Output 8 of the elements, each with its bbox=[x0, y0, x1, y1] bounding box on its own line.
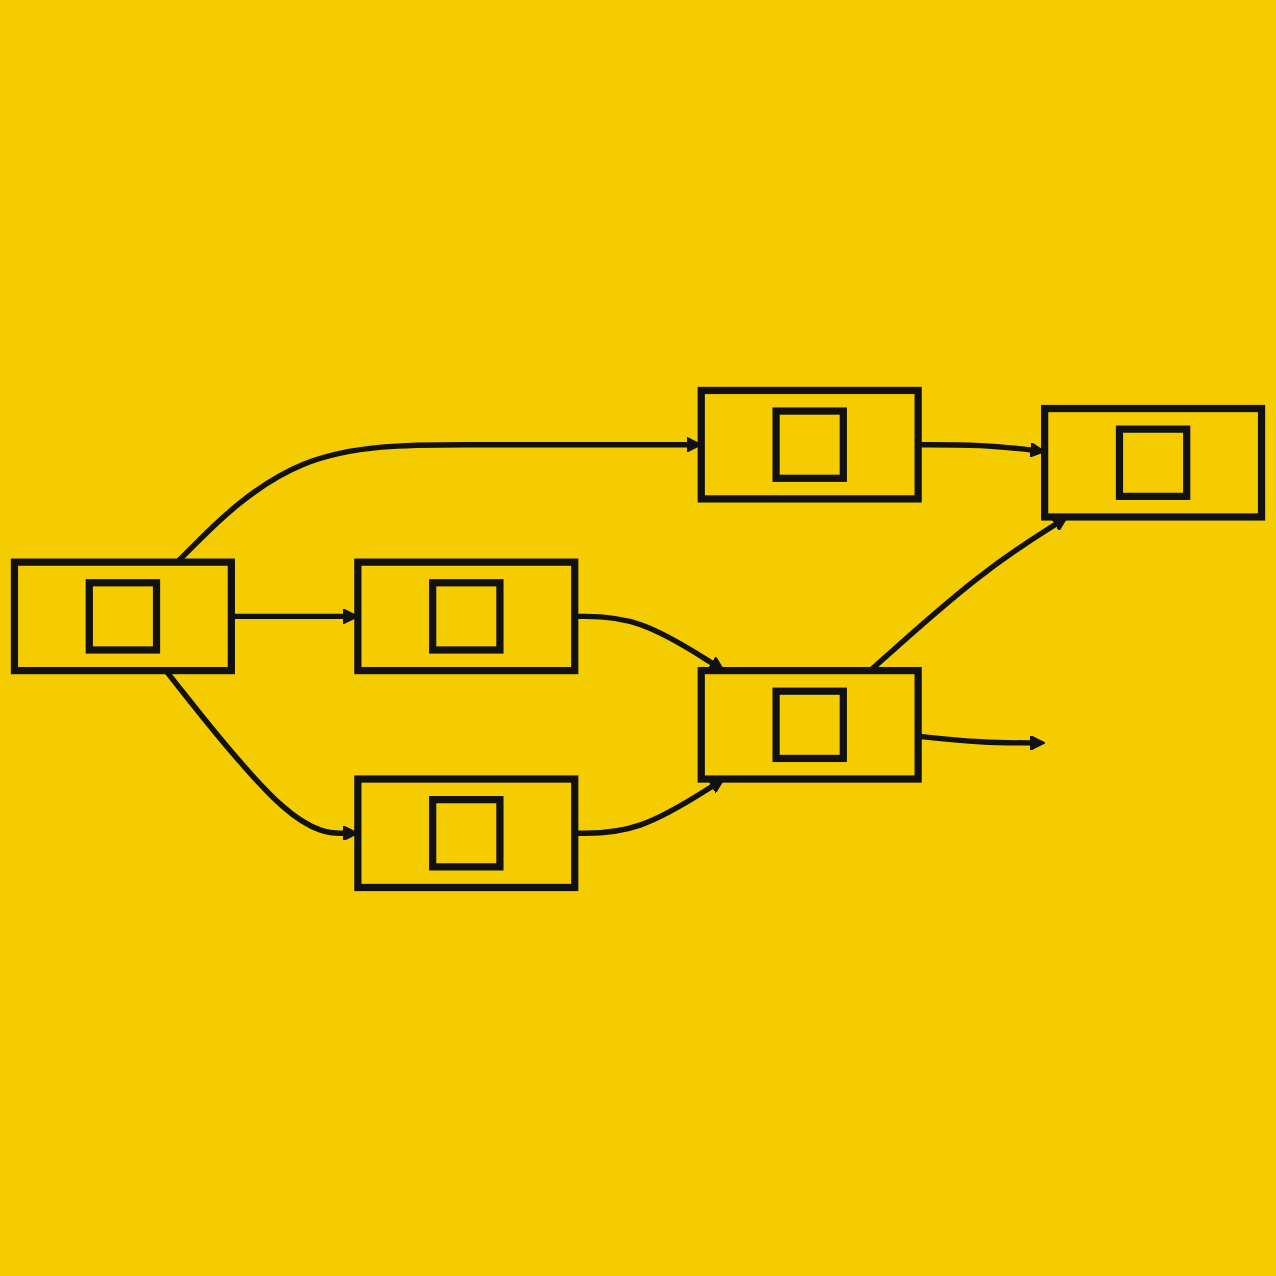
square-box bbox=[354, 774, 579, 891]
square-box bbox=[697, 666, 922, 782]
arrow bbox=[574, 612, 725, 671]
square-box bbox=[354, 557, 579, 674]
square-box bbox=[697, 385, 922, 502]
square-box bbox=[1041, 403, 1266, 520]
square-box bbox=[10, 557, 235, 674]
arrow bbox=[574, 777, 725, 835]
